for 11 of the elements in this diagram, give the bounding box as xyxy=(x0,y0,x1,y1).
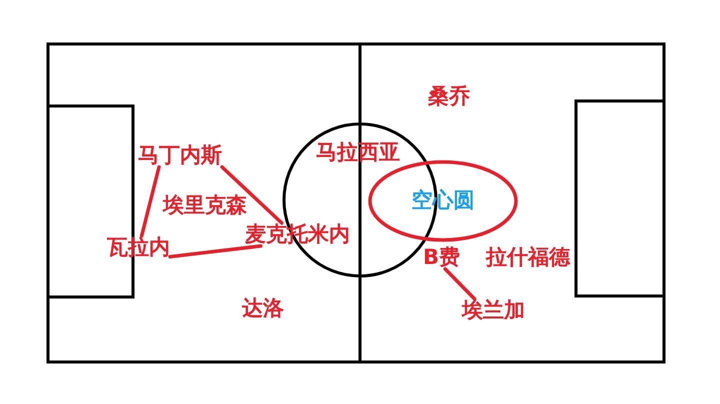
player-name: 埃兰加 xyxy=(462,299,525,322)
player-name: 马丁内斯 xyxy=(138,144,222,167)
player-name: 拉什福德 xyxy=(486,246,570,269)
connector-line xyxy=(443,267,476,301)
player-name: 达洛 xyxy=(242,297,284,320)
connector-line xyxy=(220,165,284,225)
player-name: 桑乔 xyxy=(428,85,470,108)
connector-line xyxy=(168,244,262,258)
player-name: B费 xyxy=(423,246,460,269)
player-name: 埃里克森 xyxy=(163,194,247,217)
connector-line xyxy=(140,165,161,238)
